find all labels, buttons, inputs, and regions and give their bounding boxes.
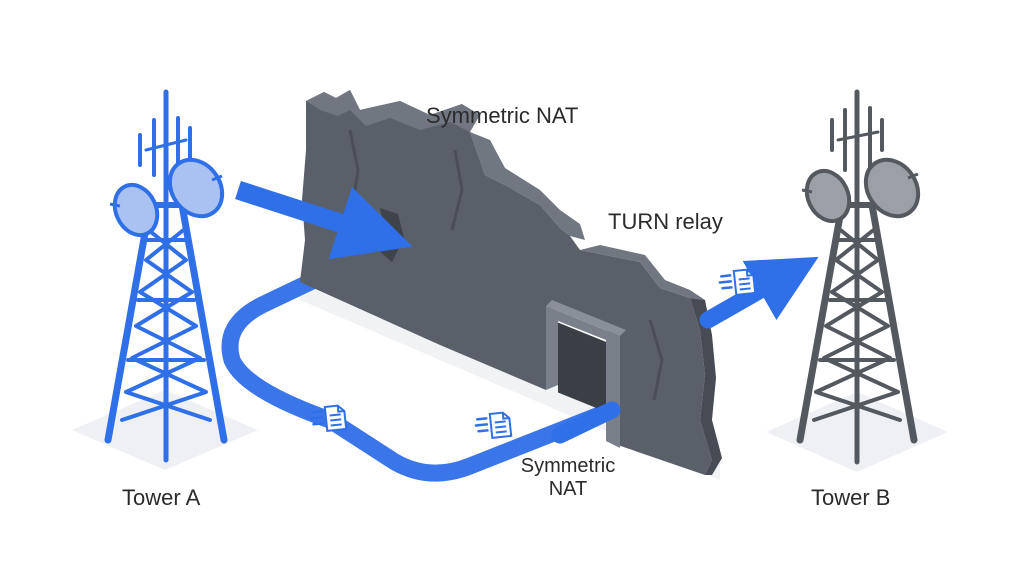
packet-icon: [473, 410, 513, 441]
relay-path-loop: [221, 234, 621, 482]
symmetric-nat-label-top: Symmetric NAT: [426, 103, 579, 128]
tower-a-icon: [104, 89, 228, 463]
tower-a-label: Tower A: [122, 485, 201, 510]
tower-a-dishes: [109, 157, 225, 238]
symmetric-nat-wall: [300, 90, 722, 475]
turn-relay-gateway: [546, 300, 626, 448]
blocked-direct-arrow: [235, 180, 413, 260]
symmetric-nat-label-bottom: Symmetric NAT: [520, 455, 616, 500]
tower-b-dishes: [801, 157, 921, 224]
relay-path-to-tower-b: [699, 256, 819, 329]
turn-relay-label: TURN relay: [608, 209, 723, 234]
packet-icon: [717, 267, 757, 298]
tower-b-icon: [796, 89, 918, 465]
tower-b-label: Tower B: [811, 485, 891, 510]
relay-path-exit: [551, 401, 621, 444]
